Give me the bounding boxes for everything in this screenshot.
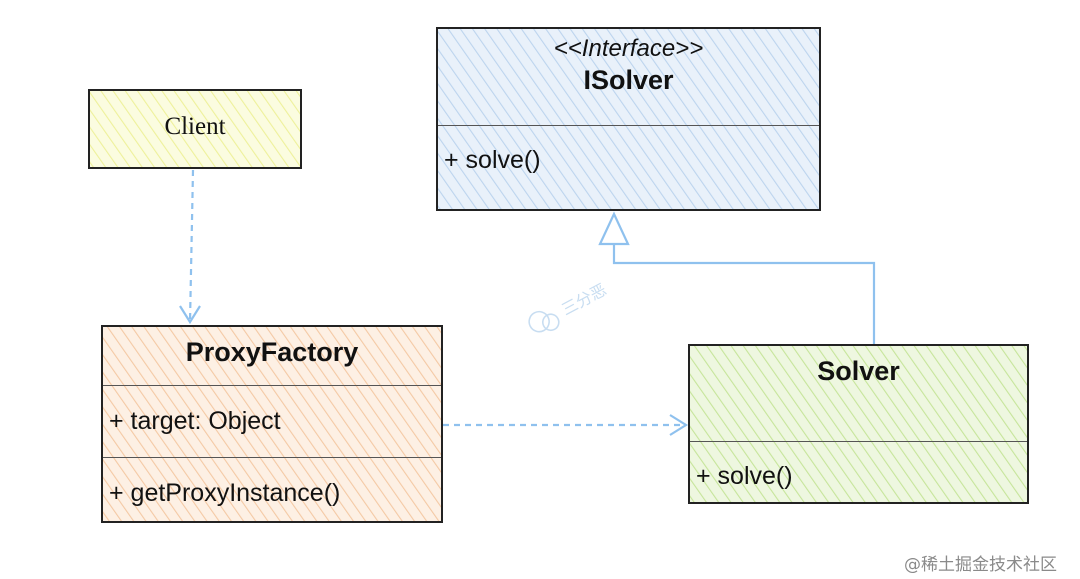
proxyfactory-method: + getProxyInstance() xyxy=(109,479,341,507)
solver-box[interactable]: Solver + solve() xyxy=(688,344,1029,504)
proxyfactory-to-solver-arrowhead xyxy=(669,414,689,436)
watermark-logo: 三分恶 xyxy=(516,252,643,348)
proxyfactory-box[interactable]: ProxyFactory + target: Object + getProxy… xyxy=(101,325,443,523)
isolver-stereotype: <<Interface>> xyxy=(553,35,704,62)
proxyfactory-field: + target: Object xyxy=(109,407,281,435)
solver-fill xyxy=(689,345,1028,503)
solver-to-isolver-line xyxy=(612,244,876,344)
client-to-proxyfactory-arrowhead xyxy=(179,305,201,325)
wechat-icon xyxy=(528,310,560,333)
proxyfactory-fill xyxy=(102,326,442,522)
isolver-fill xyxy=(437,28,820,210)
solver-divider xyxy=(690,441,1027,442)
client-box[interactable]: Client xyxy=(88,89,302,169)
isolver-method: + solve() xyxy=(444,146,541,174)
isolver-divider xyxy=(438,125,819,126)
client-name: Client xyxy=(164,113,226,140)
proxyfactory-name: ProxyFactory xyxy=(185,337,359,367)
realization-triangle xyxy=(598,211,630,246)
proxyfactory-divider-1 xyxy=(103,385,441,386)
client-to-proxyfactory-arrow xyxy=(188,169,195,323)
isolver-header: <<Interface>> ISolver xyxy=(438,35,819,125)
proxyfactory-divider-2 xyxy=(103,457,441,458)
isolver-name: ISolver xyxy=(583,65,674,95)
solver-name: Solver xyxy=(817,356,900,386)
client-fill xyxy=(89,90,301,168)
site-watermark: @稀土掘金技术社区 xyxy=(904,555,1057,575)
solver-method: + solve() xyxy=(696,462,793,490)
isolver-box[interactable]: <<Interface>> ISolver + solve() xyxy=(436,27,821,211)
